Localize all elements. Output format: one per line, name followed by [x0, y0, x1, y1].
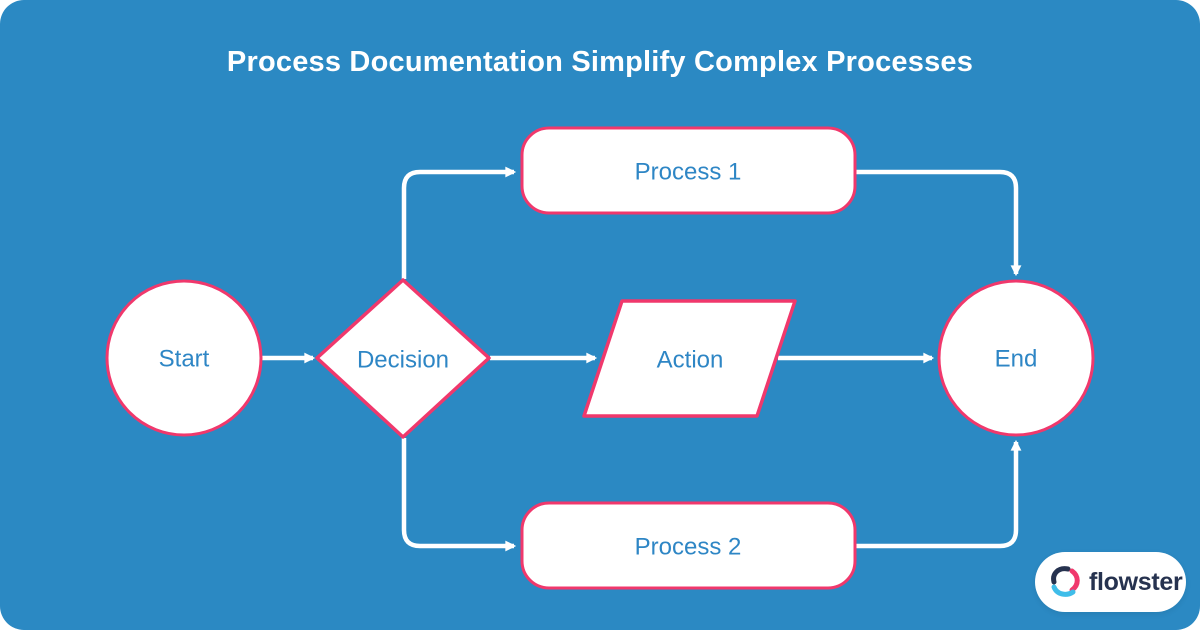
node-process1: Process 1: [520, 126, 857, 215]
decision-diamond-shape: [315, 278, 491, 439]
action-label: Action: [657, 346, 724, 373]
flowster-wordmark: flowster: [1089, 567, 1183, 596]
start-circle-shape: [105, 279, 263, 437]
flowster-triangle-knot-icon: [1051, 566, 1080, 597]
flowster-logo-badge: flowster: [1035, 552, 1186, 612]
connector-decision-to-process2: [401, 438, 517, 552]
end-label: End: [995, 345, 1038, 372]
end-circle-shape: [937, 279, 1095, 437]
process2-label: Process 2: [635, 533, 742, 560]
node-end: End: [937, 279, 1095, 437]
connector-decision-to-process1: [401, 166, 517, 279]
decision-label: Decision: [357, 346, 449, 373]
connector-process2-to-end: [856, 439, 1022, 549]
node-decision: Decision: [315, 278, 491, 439]
connector-process1-to-end: [856, 169, 1022, 277]
node-start: Start: [105, 279, 263, 437]
process1-label: Process 1: [635, 158, 742, 185]
node-action: Action: [582, 299, 797, 418]
process1-rounded-rect-shape: [520, 126, 857, 215]
action-parallelogram-shape: [582, 299, 797, 418]
start-label: Start: [159, 345, 210, 372]
node-process2: Process 2: [520, 501, 857, 590]
process2-rounded-rect-shape: [520, 501, 857, 590]
diagram-title: Process Documentation Simplify Complex P…: [226, 46, 974, 78]
